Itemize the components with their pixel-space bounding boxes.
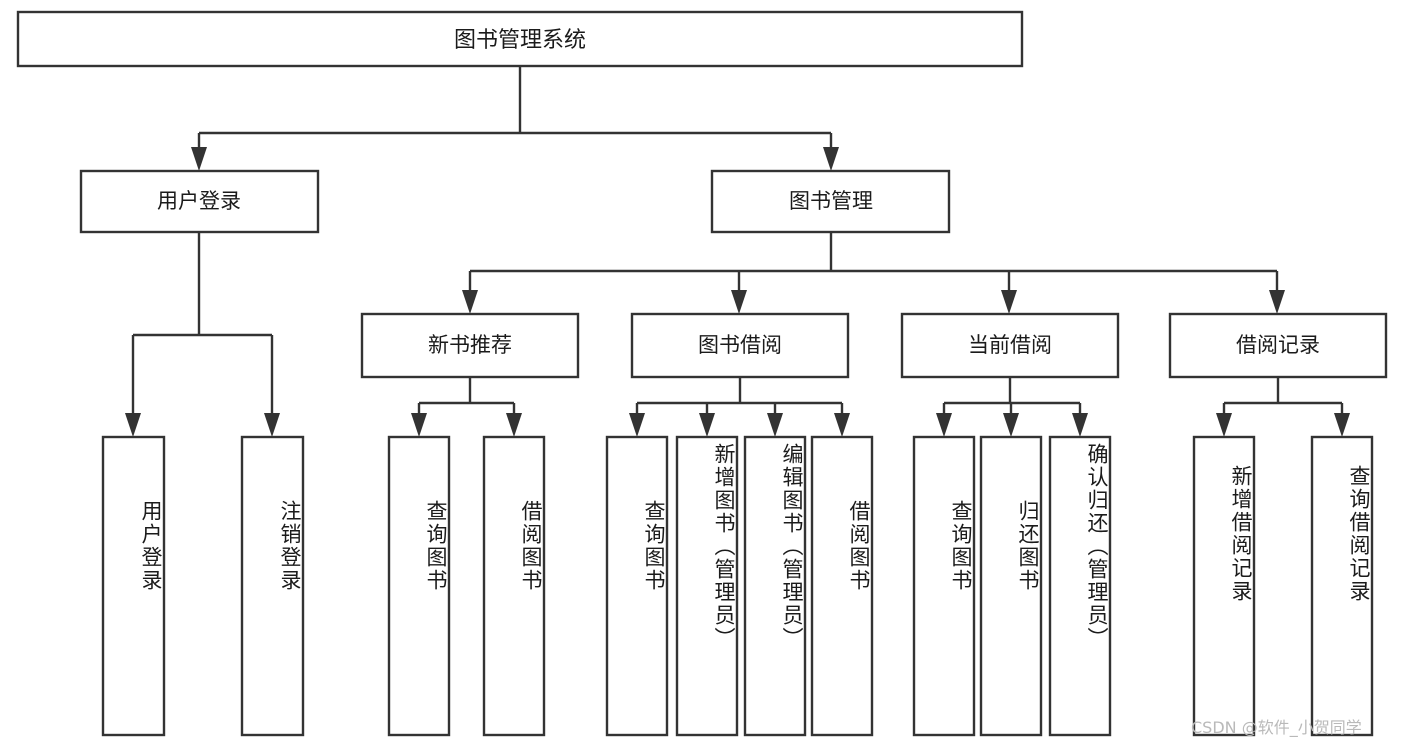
leaf-box-confirm-return[interactable] <box>1048 435 1112 737</box>
connector-borrow-record-to-leaves <box>1216 377 1350 437</box>
arrow-to-leaf-return-book <box>1003 413 1019 437</box>
arrow-to-leaf-query-book-a <box>411 413 427 437</box>
node-book-borrow[interactable]: 图书借阅 <box>630 312 850 379</box>
arrow-to-leaf-borrow-book-b <box>834 413 850 437</box>
node-user-login-label: 用户登录 <box>157 189 241 213</box>
leaf-box-add-book[interactable] <box>675 435 739 737</box>
leaf-box-query-book-b[interactable] <box>605 435 669 737</box>
leaf-box-query-book-a[interactable] <box>387 435 451 737</box>
csdn-watermark: CSDN @软件_小贺同学 <box>1191 718 1362 737</box>
arrow-to-leaf-edit-book <box>767 413 783 437</box>
arrow-to-leaf-query-book-b <box>629 413 645 437</box>
connector-book-manage-to-level3 <box>462 232 1285 314</box>
node-borrow-record[interactable]: 借阅记录 <box>1168 312 1388 379</box>
node-current-borrow-box <box>900 312 1120 379</box>
leaf-box-edit-book[interactable] <box>743 435 807 737</box>
connector-current-borrow-to-leaves <box>936 377 1088 437</box>
arrow-to-leaf-query-book-c <box>936 413 952 437</box>
node-book-manage[interactable]: 图书管理 <box>710 169 951 234</box>
node-book-manage-label: 图书管理 <box>789 189 873 213</box>
node-current-borrow[interactable]: 当前借阅 <box>900 312 1120 379</box>
arrow-to-leaf-confirm-return <box>1072 413 1088 437</box>
leaf-box-query-book-c[interactable] <box>912 435 976 737</box>
node-root-label: 图书管理系统 <box>454 28 586 53</box>
arrow-to-leaf-borrow-book-a <box>506 413 522 437</box>
arrow-to-leaf-user-login <box>125 413 141 437</box>
leaf-box-borrow-book-b[interactable] <box>810 435 874 737</box>
arrow-to-leaf-query-record <box>1334 413 1350 437</box>
connector-root-to-level2 <box>191 66 839 171</box>
node-user-login[interactable]: 用户登录 <box>79 169 320 234</box>
node-new-book-recommend[interactable]: 新书推荐 <box>360 312 580 379</box>
leaf-box-return-book[interactable] <box>979 435 1043 737</box>
arrow-to-leaf-logout <box>264 413 280 437</box>
node-borrow-record-label: 借阅记录 <box>1236 333 1320 357</box>
arrow-to-current-borrow <box>1001 290 1017 314</box>
leaf-boxes <box>101 435 1374 737</box>
arrow-to-book-borrow <box>731 290 747 314</box>
arrow-to-borrow-record <box>1269 290 1285 314</box>
arrow-to-book-manage <box>823 147 839 171</box>
connector-user-login-to-leaves <box>125 232 280 437</box>
arrow-to-user-login <box>191 147 207 171</box>
leaf-box-borrow-book-a[interactable] <box>482 435 546 737</box>
arrow-to-leaf-add-record <box>1216 413 1232 437</box>
leaf-box-add-record[interactable] <box>1192 435 1256 737</box>
leaf-box-query-record[interactable] <box>1310 435 1374 737</box>
node-root-box <box>16 10 1024 68</box>
node-user-login-box <box>79 169 320 234</box>
leaf-box-logout[interactable] <box>240 435 305 737</box>
arrow-to-new-book-recommend <box>462 290 478 314</box>
node-new-book-recommend-label: 新书推荐 <box>428 333 512 357</box>
connector-new-book-recommend-to-leaves <box>411 377 522 437</box>
arrow-to-leaf-add-book <box>699 413 715 437</box>
node-book-borrow-label: 图书借阅 <box>698 333 782 357</box>
node-current-borrow-label: 当前借阅 <box>968 333 1052 357</box>
connector-book-borrow-to-leaves <box>629 377 850 437</box>
node-new-book-recommend-box <box>360 312 580 379</box>
leaf-box-user-login[interactable] <box>101 435 166 737</box>
node-root[interactable]: 图书管理系统 <box>16 10 1024 68</box>
